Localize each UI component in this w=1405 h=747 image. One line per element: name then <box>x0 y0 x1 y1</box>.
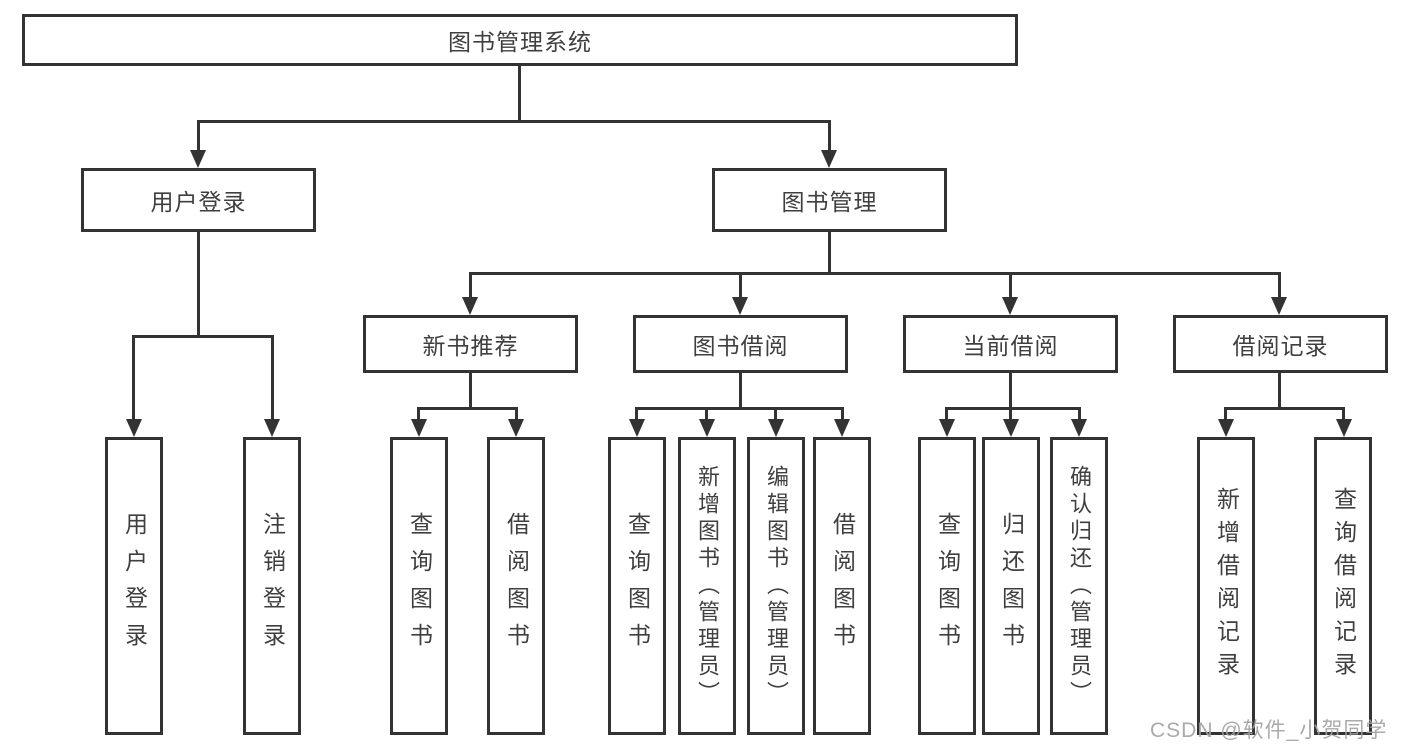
arrowhead-down-icon <box>462 297 478 315</box>
arrowhead-down-icon <box>1002 297 1018 315</box>
csdn-watermark: CSDN @软件_小贺同学 <box>1150 719 1388 742</box>
connector-line <box>739 272 742 300</box>
leaf-query-borrow-record-label: 查询借阅记录 <box>1330 487 1357 685</box>
leaf-query-books-recommend-label: 查询图书 <box>406 512 433 660</box>
connector-line <box>469 272 472 300</box>
node-new-book-recommend: 新书推荐 <box>363 315 578 373</box>
leaf-query-borrow-record: 查询借阅记录 <box>1314 437 1372 735</box>
connector-line <box>828 232 831 274</box>
leaf-query-books-recommend: 查询图书 <box>390 437 448 735</box>
node-book-borrow-label: 图书借阅 <box>692 333 789 359</box>
node-user-login-label: 用户登录 <box>150 189 247 215</box>
leaf-query-books-borrow-label: 查询图书 <box>624 512 651 660</box>
arrowhead-down-icon <box>939 419 955 437</box>
arrowhead-down-icon <box>768 419 784 437</box>
connector-line <box>1224 407 1227 423</box>
connector-line <box>739 373 742 408</box>
connector-line <box>1078 407 1081 423</box>
leaf-query-books-current-label: 查询图书 <box>934 512 961 660</box>
leaf-add-books-admin-label: 新增图书（管理员） <box>695 464 720 708</box>
connector-line <box>132 335 274 338</box>
leaf-edit-books-admin: 编辑图书（管理员） <box>747 437 805 735</box>
arrowhead-down-icon <box>629 419 645 437</box>
connector-line <box>197 120 831 123</box>
node-book-management: 图书管理 <box>712 168 947 232</box>
node-current-borrow-label: 当前借阅 <box>962 333 1059 359</box>
leaf-confirm-return-admin-label: 确认归还（管理员） <box>1067 464 1092 708</box>
arrowhead-down-icon <box>1336 419 1352 437</box>
connector-line <box>1224 407 1345 410</box>
node-current-borrow: 当前借阅 <box>903 315 1118 373</box>
connector-line <box>1342 407 1345 423</box>
leaf-edit-books-admin-label: 编辑图书（管理员） <box>764 464 789 708</box>
arrowhead-down-icon <box>1271 297 1287 315</box>
connector-line <box>197 232 200 336</box>
arrowhead-down-icon <box>1071 419 1087 437</box>
connector-line <box>945 407 948 423</box>
leaf-return-books-label: 归还图书 <box>998 512 1025 660</box>
leaf-confirm-return-admin: 确认归还（管理员） <box>1050 437 1108 735</box>
arrowhead-down-icon <box>508 419 524 437</box>
arrowhead-down-icon <box>264 419 280 437</box>
connector-line <box>635 407 638 423</box>
connector-line <box>469 272 1281 275</box>
arrowhead-down-icon <box>699 419 715 437</box>
node-new-book-recommend-label: 新书推荐 <box>422 333 519 359</box>
arrowhead-down-icon <box>190 150 206 168</box>
connector-line <box>1278 373 1281 408</box>
arrowhead-down-icon <box>411 419 427 437</box>
node-book-management-label: 图书管理 <box>781 189 878 215</box>
leaf-logout-label: 注销登录 <box>259 512 286 660</box>
connector-line <box>417 407 420 423</box>
connector-line <box>828 120 831 154</box>
connector-line <box>515 407 518 423</box>
leaf-borrow-books-recommend-label: 借阅图书 <box>503 512 530 660</box>
arrowhead-down-icon <box>126 419 142 437</box>
connector-line <box>271 335 274 423</box>
arrowhead-down-icon <box>834 419 850 437</box>
leaf-borrow-books-recommend: 借阅图书 <box>487 437 545 735</box>
node-root-label: 图书管理系统 <box>448 29 592 55</box>
leaf-user-login-label: 用户登录 <box>121 512 148 660</box>
connector-line <box>635 407 844 410</box>
arrowhead-down-icon <box>1218 419 1234 437</box>
connector-line <box>945 407 1081 410</box>
leaf-query-books-current: 查询图书 <box>918 437 976 735</box>
leaf-user-login: 用户登录 <box>105 437 163 735</box>
leaf-add-borrow-record-label: 新增借阅记录 <box>1213 487 1240 685</box>
connector-line <box>417 407 518 410</box>
connector-line <box>469 373 472 408</box>
connector-line <box>132 335 135 423</box>
arrowhead-down-icon <box>821 150 837 168</box>
leaf-query-books-borrow: 查询图书 <box>608 437 666 735</box>
connector-line <box>1009 373 1012 408</box>
leaf-borrow-books-label: 借阅图书 <box>829 512 856 660</box>
leaf-add-books-admin: 新增图书（管理员） <box>678 437 736 735</box>
arrowhead-down-icon <box>732 297 748 315</box>
connector-line <box>841 407 844 423</box>
connector-line <box>705 407 708 423</box>
leaf-return-books: 归还图书 <box>982 437 1040 735</box>
leaf-borrow-books: 借阅图书 <box>813 437 871 735</box>
leaf-logout: 注销登录 <box>243 437 301 735</box>
connector-line <box>1278 272 1281 300</box>
node-user-login: 用户登录 <box>81 168 316 232</box>
arrowhead-down-icon <box>1003 419 1019 437</box>
node-borrow-record-label: 借阅记录 <box>1232 333 1329 359</box>
node-book-borrow: 图书借阅 <box>633 315 848 373</box>
connector-line <box>774 407 777 423</box>
node-borrow-record: 借阅记录 <box>1173 315 1388 373</box>
leaf-add-borrow-record: 新增借阅记录 <box>1197 437 1255 735</box>
connector-line <box>1009 272 1012 300</box>
connector-line <box>1009 407 1012 423</box>
node-root: 图书管理系统 <box>22 14 1018 66</box>
connector-line <box>518 66 521 122</box>
connector-line <box>197 120 200 154</box>
